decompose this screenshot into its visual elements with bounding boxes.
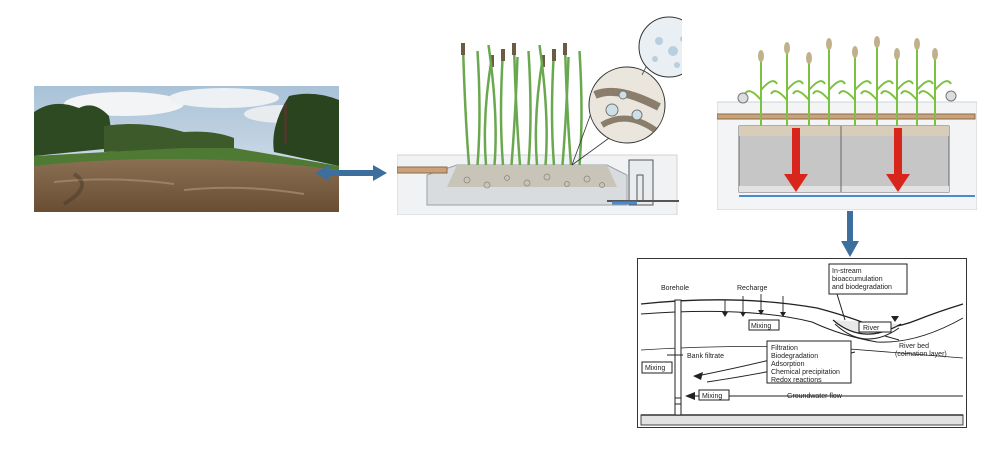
label-riverbed-2: (colmation layer) — [895, 351, 947, 358]
vertical-flow-wetland-diagram — [716, 30, 978, 211]
label-bank-filtrate: Bank filtrate — [687, 353, 724, 360]
label-process-2: Biodegradation — [771, 353, 818, 360]
label-mixing-left: Mixing — [645, 365, 665, 372]
label-recharge: Recharge — [737, 285, 767, 292]
label-instream-1: In-stream — [832, 268, 862, 275]
bidirectional-arrow-icon — [315, 164, 387, 182]
label-river: River — [863, 325, 880, 332]
bank-filtration-diagram: In-stream bioaccumulation and biodegrada… — [637, 258, 967, 428]
arrow-shaft — [327, 170, 375, 176]
label-process-5: Redox reactions — [771, 377, 822, 384]
label-groundwater-flow: Groundwater flow — [787, 393, 843, 400]
label-borehole: Borehole — [661, 285, 689, 292]
river-photo — [34, 86, 339, 212]
crop-plants — [744, 46, 952, 126]
down-arrow-icon — [840, 211, 860, 259]
label-instream-3: and biodegradation — [832, 284, 892, 291]
downward-flow-arrows — [784, 128, 910, 192]
label-process-4: Chemical precipitation — [771, 369, 840, 376]
label-process-3: Adsorption — [771, 361, 805, 368]
label-process-1: Filtration — [771, 345, 798, 352]
label-riverbed-1: River bed — [899, 343, 929, 350]
reed-plants — [461, 43, 583, 166]
label-mixing-top: Mixing — [751, 323, 771, 330]
label-mixing-bottom: Mixing — [702, 393, 722, 400]
label-instream-2: bioaccumulation — [832, 276, 883, 283]
constructed-wetland-diagram — [396, 15, 700, 216]
